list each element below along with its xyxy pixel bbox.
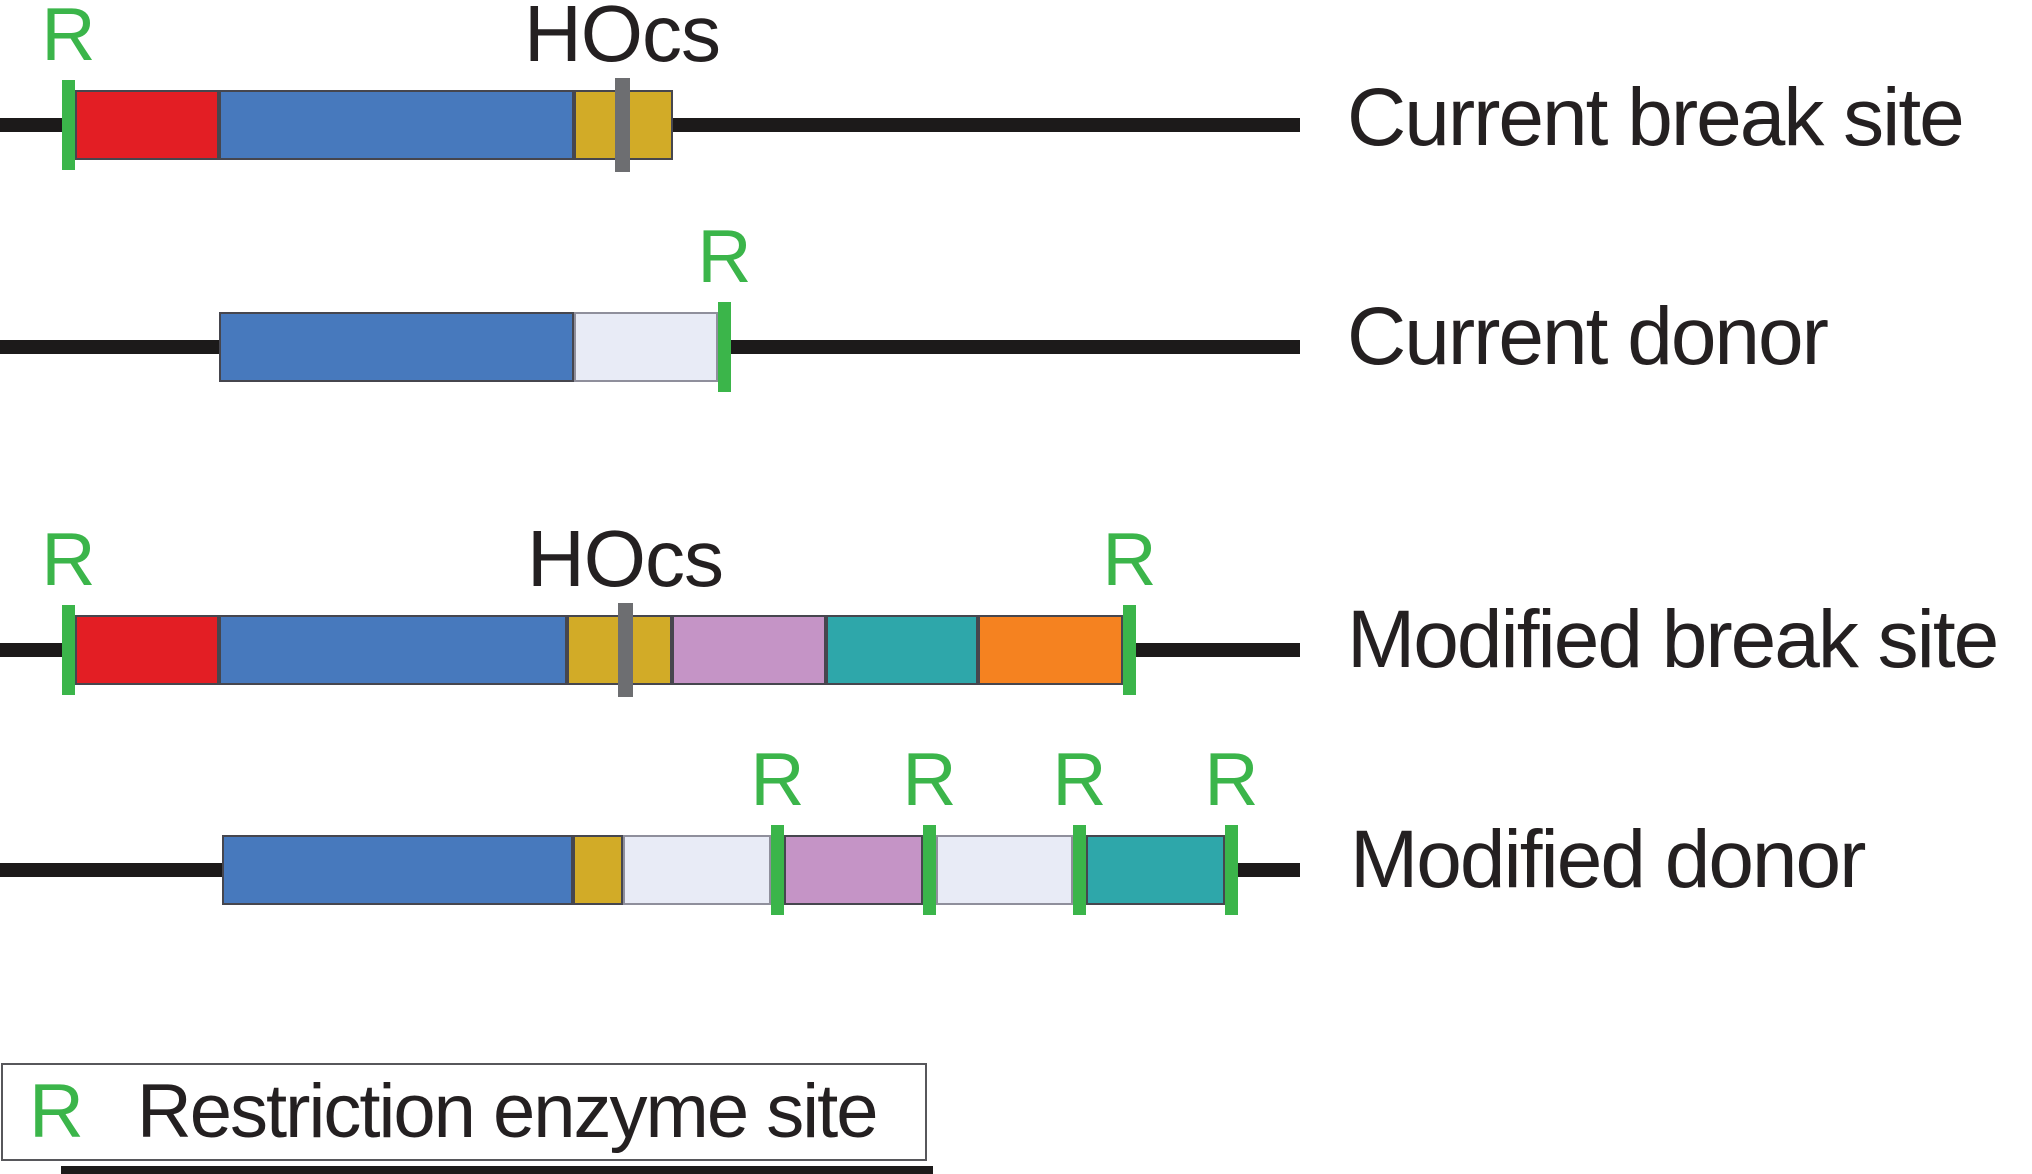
modified-break-site-segment-4-purple <box>672 615 826 685</box>
modified-donor-r-label-4: R <box>1204 737 1258 821</box>
modified-donor-segment-5-light <box>936 835 1073 905</box>
legend-restriction-marker-letter: R <box>29 1069 84 1154</box>
modified-donor-restriction-marker-4 <box>1225 825 1238 915</box>
current-break-site-hocs-label: HOcs <box>524 0 721 78</box>
current-donor-label: Current donor <box>1347 291 1829 382</box>
modified-break-site-r-label-2: R <box>1102 517 1156 601</box>
current-break-site-label: Current break site <box>1347 72 1965 163</box>
modified-break-site-segment-6-orange <box>978 615 1123 685</box>
current-break-site-segment-2-blue <box>219 90 574 160</box>
modified-donor-r-label-1: R <box>750 737 804 821</box>
bottom-crop-bar <box>61 1166 933 1174</box>
current-donor-segment-1-blue <box>219 312 574 382</box>
modified-donor-restriction-marker-3 <box>1073 825 1086 915</box>
modified-donor-label: Modified donor <box>1350 814 1866 905</box>
modified-donor-segment-3-light <box>623 835 771 905</box>
modified-donor-restriction-marker-2 <box>923 825 936 915</box>
current-break-site-segment-1-red <box>75 90 219 160</box>
modified-break-site-segment-5-teal <box>826 615 978 685</box>
legend-label: Restriction enzyme site <box>136 1069 879 1154</box>
current-donor-restriction-marker-1 <box>718 302 731 392</box>
current-break-site-r-label-1: R <box>41 0 95 76</box>
modified-donor-r-label-3: R <box>1052 737 1106 821</box>
modified-break-site-r-label-1: R <box>41 517 95 601</box>
current-break-site-hocs-cut-marker <box>615 78 630 172</box>
current-donor-segment-2-light <box>574 312 718 382</box>
modified-donor-restriction-marker-1 <box>771 825 784 915</box>
modified-donor-segment-4-purple <box>784 835 923 905</box>
modified-donor-r-label-2: R <box>902 737 956 821</box>
modified-donor-segment-1-blue <box>222 835 573 905</box>
modified-break-site-segment-2-blue <box>219 615 567 685</box>
modified-break-site-restriction-marker-2 <box>1123 605 1136 695</box>
modified-break-site-label: Modified break site <box>1347 594 1999 685</box>
modified-donor-segment-6-teal <box>1086 835 1225 905</box>
current-donor-r-label-1: R <box>697 214 751 298</box>
modified-break-site-hocs-label: HOcs <box>527 514 724 603</box>
modified-break-site-hocs-cut-marker <box>618 603 633 697</box>
modified-donor-segment-2-gold <box>573 835 623 905</box>
current-break-site-restriction-marker-1 <box>62 80 75 170</box>
modified-break-site-restriction-marker-1 <box>62 605 75 695</box>
legend-box: R Restriction enzyme site <box>1 1063 927 1161</box>
modified-break-site-segment-1-red <box>75 615 219 685</box>
